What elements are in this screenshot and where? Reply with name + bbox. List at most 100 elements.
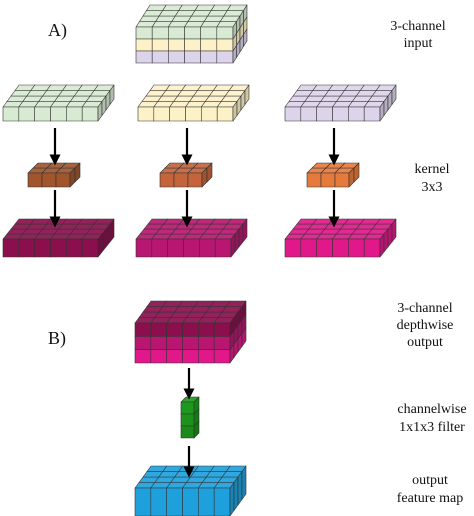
input-block-front-cell xyxy=(168,26,185,40)
depthwise-stack-front-cell xyxy=(134,335,152,351)
depthwise-channel-outputs xyxy=(2,218,397,258)
input-block-front-cell xyxy=(151,26,169,40)
depthwise-out-1-front-cell xyxy=(81,238,99,258)
depthwise-stack-front-cell xyxy=(198,335,215,351)
depthwise-stack-front-cell xyxy=(134,349,152,364)
output-feature-map xyxy=(134,465,247,516)
kernel-1-front-cell xyxy=(41,172,57,188)
input-slice-2-front-cell xyxy=(137,106,155,122)
input-block-front-cell xyxy=(200,38,218,52)
kernel-label-line-1: kernel xyxy=(415,162,450,177)
depthwise-out-1-front-cell xyxy=(66,238,83,258)
input-block-front-cell xyxy=(216,26,234,40)
input-slice-3-front-cell xyxy=(332,106,349,122)
depthwise-stack-front-cell xyxy=(166,349,183,364)
depthwise-out-3-front-cell xyxy=(284,238,302,258)
output-label-line-1: output xyxy=(412,473,448,488)
depthwise-out-1-side-cell xyxy=(109,218,115,243)
feature-map-front-cell xyxy=(134,487,152,516)
input-label-line-1: 3-channel xyxy=(390,19,445,34)
depthwise-out-3-front-cell xyxy=(300,238,318,258)
input-slice-3-front-cell xyxy=(300,106,318,122)
depthwise-out-1-front-cell xyxy=(34,238,51,258)
kernel-2-front-cell xyxy=(187,172,203,188)
depthwise-stack-front-cell xyxy=(198,322,215,337)
input-block-front-cell xyxy=(168,50,185,64)
section-a-label: A) xyxy=(48,20,67,41)
depthwise-stack-front-cell xyxy=(150,349,167,364)
input-block-front-cell xyxy=(184,50,201,64)
filter-label-line-1: channelwise xyxy=(397,402,466,417)
input-slice-2-front-cell xyxy=(185,106,202,122)
filter-front-cell xyxy=(180,413,195,427)
input-slice-1-front-cell xyxy=(66,106,83,122)
input-block-front-cell xyxy=(216,50,234,64)
input-block-front-cell xyxy=(135,50,153,64)
kernel-2-front-cell xyxy=(173,172,189,188)
input-slice-2-front-cell xyxy=(201,106,218,122)
input-slice-3-front-cell xyxy=(316,106,333,122)
input-block-side-cell xyxy=(243,28,248,47)
depthwise-stack-front-cell xyxy=(182,322,199,337)
input-slice-1-front-cell xyxy=(18,106,36,122)
depthwise-label-line-3: output xyxy=(407,335,443,350)
depthwise-label-line-2: depthwise xyxy=(397,318,454,333)
kernel-3-front-cell xyxy=(320,172,336,188)
kernel-3-front-cell xyxy=(306,172,322,188)
input-slice-1-front-cell xyxy=(34,106,51,122)
depthwise-out-2-front-cell xyxy=(167,238,184,258)
input-slice-1-front-cell xyxy=(2,106,20,122)
depthwise-out-2-front-cell xyxy=(135,238,153,258)
kernel-2-front-cell xyxy=(159,172,175,188)
depthwise-stack-front-cell xyxy=(150,322,167,337)
input-block-front-cell xyxy=(200,50,218,64)
depthwise-out-1-front-cell xyxy=(2,238,20,258)
depthwise-kernels xyxy=(27,162,360,188)
depthwise-stack-front-cell xyxy=(213,322,231,337)
input-slice-3-front-cell xyxy=(347,106,365,122)
feature-map-side-cell xyxy=(237,471,243,506)
input-block-front-cell xyxy=(135,26,153,40)
depthwise-out-3-side-cell xyxy=(391,218,397,243)
input-block-front-cell xyxy=(151,38,169,52)
input-slice-2-front-cell xyxy=(216,106,234,122)
section-b-label: B) xyxy=(48,328,66,349)
input-block-front-cell xyxy=(151,50,169,64)
depthwise-out-3-front-cell xyxy=(347,238,365,258)
input-block-front-cell xyxy=(168,38,185,52)
kernel-1-front-cell xyxy=(27,172,43,188)
input-slice-1-front-cell xyxy=(81,106,99,122)
depthwise-stack-front-cell xyxy=(150,335,167,351)
input-slice-1-front-cell xyxy=(50,106,67,122)
depthwise-stack-front-cell xyxy=(134,322,152,337)
section-a: A) 3-channel input kernel 3x3 xyxy=(2,4,450,258)
input-block-front-cell xyxy=(135,38,153,52)
depthwise-out-2-front-cell xyxy=(151,238,168,258)
depthwise-out-3-front-cell xyxy=(316,238,333,258)
input-slice-3-side-cell xyxy=(391,84,397,105)
kernel-3-front-cell xyxy=(334,172,350,188)
depthwise-out-2-front-cell xyxy=(199,238,216,258)
depthwise-stack-front-cell xyxy=(166,322,183,337)
feature-map-side-cell xyxy=(241,465,247,500)
input-slice-2-front-cell xyxy=(169,106,186,122)
depthwise-stack-front-cell xyxy=(198,349,215,364)
depthwise-out-2-side-cell xyxy=(242,218,248,243)
output-label-line-2: feature map xyxy=(397,491,463,506)
input-slice-2-side-cell xyxy=(244,84,250,105)
feature-map-front-cell xyxy=(166,487,183,516)
filter-label-line-2: 1x1x3 filter xyxy=(399,420,465,435)
input-label-line-2: input xyxy=(404,36,433,51)
depthwise-out-3-front-cell xyxy=(332,238,349,258)
depthwise-stack-front-cell xyxy=(166,335,183,351)
filter-side-cell xyxy=(193,420,200,439)
input-slice-1-side-cell xyxy=(109,84,115,105)
depthwise-stack-front-cell xyxy=(182,335,199,351)
depthwise-out-1-front-cell xyxy=(18,238,36,258)
depthwise-stack-front-cell xyxy=(213,335,231,351)
depthwise-output-stack xyxy=(134,300,247,364)
depthwise-out-1-front-cell xyxy=(50,238,67,258)
input-channel-slices xyxy=(2,84,397,122)
input-block-front-cell xyxy=(184,26,201,40)
depthwise-out-2-front-cell xyxy=(183,238,200,258)
